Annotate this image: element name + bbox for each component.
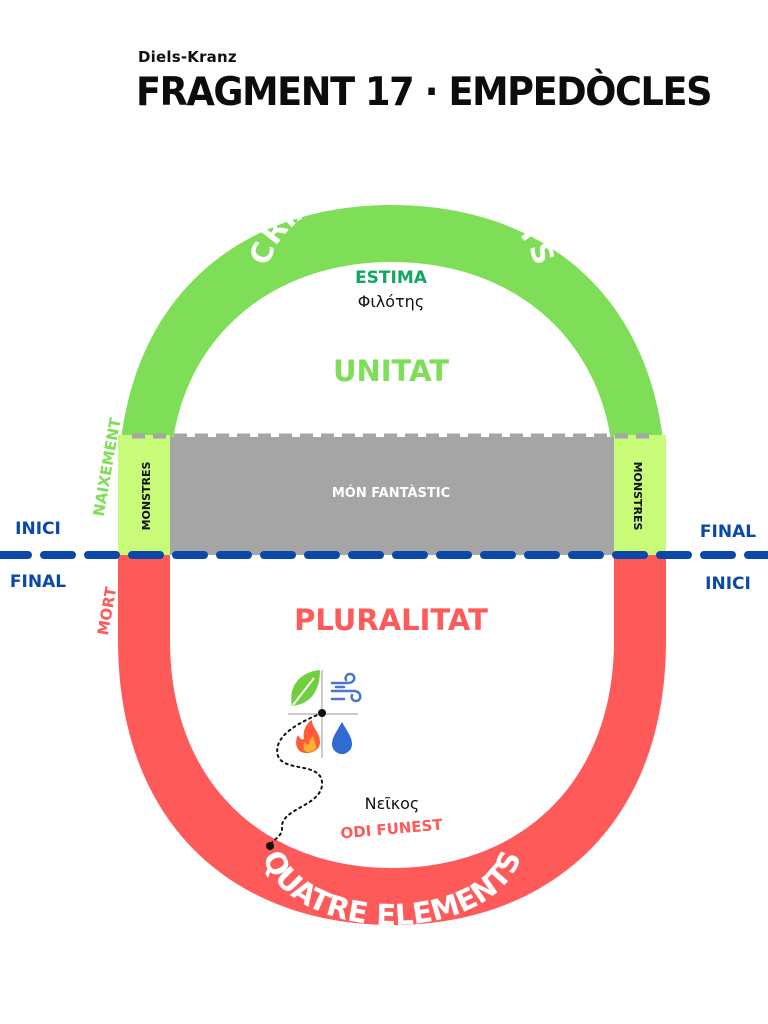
strife-dotted-path [269, 712, 324, 847]
love-ring-upper [118, 205, 666, 555]
right-upper-label: FINAL [700, 522, 756, 542]
page-title: FRAGMENT 17 · EMPEDÒCLES [136, 70, 712, 115]
love-greek-label: Φιλότης [358, 292, 424, 311]
monsters-left-label: MONSTRES [140, 462, 153, 531]
wind-icon [330, 672, 362, 703]
leaf-icon [291, 670, 320, 706]
love-label: ESTIMA [355, 268, 428, 288]
fire-icon [296, 720, 320, 753]
unity-label: UNITAT [333, 354, 449, 388]
path-end-dot [266, 842, 274, 850]
monsters-zone-right [614, 435, 666, 555]
fantastic-world-band [170, 437, 614, 555]
left-upper-label: INICI [15, 519, 61, 539]
fantastic-world-label: MÓN FANTÀSTIC [332, 485, 450, 501]
plurality-label: PLURALITAT [294, 603, 488, 637]
water-drop-icon [332, 722, 352, 754]
strife-label: ODI FUNEST [340, 816, 444, 843]
left-lower-label: FINAL [10, 572, 66, 592]
monsters-right-label: MONSTRES [631, 462, 644, 531]
four-elements-icons [288, 670, 362, 758]
death-label: MORT [94, 585, 120, 637]
monsters-zone-left [118, 435, 170, 555]
right-lower-label: INICI [705, 574, 751, 594]
strife-greek-label: Νεῖκος [365, 794, 420, 813]
strife-ring-lower [118, 555, 666, 925]
source-label: Diels-Kranz [138, 48, 237, 66]
